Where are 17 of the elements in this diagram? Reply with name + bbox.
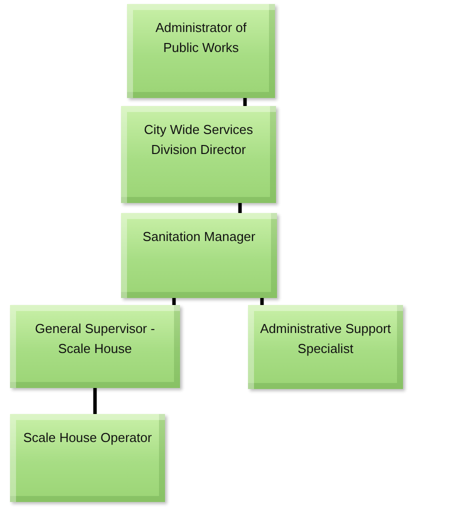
role-title: Scale House Operator <box>22 429 153 447</box>
role-box <box>10 414 165 502</box>
role-box <box>248 305 403 389</box>
connector-line <box>93 388 97 414</box>
role-box <box>121 213 277 298</box>
role-box <box>121 106 276 203</box>
role-title: General Supervisor - Scale House <box>34 320 156 358</box>
connector-line <box>243 98 247 106</box>
role-box <box>10 305 180 388</box>
connector-line <box>172 298 176 305</box>
role-title: Administrative Support Specialist <box>259 320 392 358</box>
connector-line <box>238 203 242 213</box>
connector-line <box>260 298 264 305</box>
role-box <box>127 4 275 98</box>
role-title: Sanitation Manager <box>142 228 256 246</box>
role-title: Administrator of Public Works <box>154 19 248 57</box>
role-title: City Wide Services Division Director <box>142 121 254 159</box>
